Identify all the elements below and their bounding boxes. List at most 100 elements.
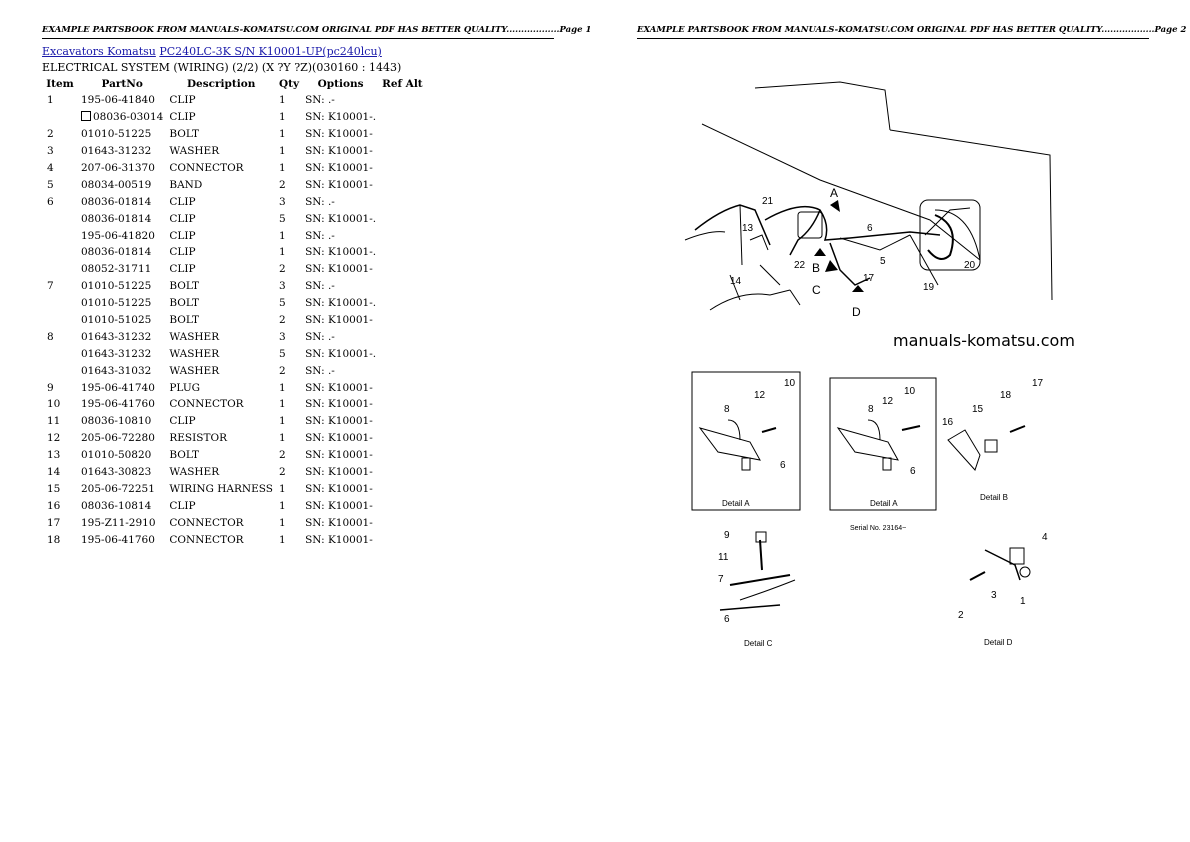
cell-part: 195-06-41820 xyxy=(78,227,166,244)
cell-desc: WASHER xyxy=(166,362,276,379)
cell-desc: WASHER xyxy=(166,143,276,160)
cell-item xyxy=(42,210,78,227)
cell-item: 5 xyxy=(42,176,78,193)
breadcrumb-link-category[interactable]: Excavators Komatsu xyxy=(42,45,156,58)
cell-text: WASHER xyxy=(169,347,220,360)
arrow-a-icon xyxy=(830,200,840,212)
cell-qty: 1 xyxy=(276,244,302,261)
cell-text: 5 xyxy=(278,297,286,310)
cell-text: 207-06-31370 xyxy=(81,162,155,174)
cell-qty: 3 xyxy=(276,328,302,345)
cell-opt: SN: .- xyxy=(302,92,379,109)
cell-text: 08036-10814 xyxy=(81,499,152,512)
cell-text: 08034-00519 xyxy=(81,178,152,191)
callout-main: C xyxy=(812,283,821,297)
cell-opt: SN: K10001- xyxy=(302,379,379,396)
cell-opt: SN: K10001- xyxy=(302,480,379,497)
callout-main: 14 xyxy=(730,276,742,287)
caption-detail-a: Detail A xyxy=(722,499,750,508)
cell-part: 207-06-31370 xyxy=(78,160,166,177)
callout-main: A xyxy=(830,186,838,200)
cell-part: 01643-31232 xyxy=(78,345,166,362)
cell-text: SN: .- xyxy=(305,229,335,242)
cell-text: 1 xyxy=(278,398,286,411)
cell-desc: WASHER xyxy=(166,345,276,362)
cell-text: 195-06-41760 xyxy=(81,533,155,546)
cell-text: 01010-51225 xyxy=(81,128,152,141)
cell-text: 8 xyxy=(47,330,54,343)
cell-item: 14 xyxy=(42,464,78,481)
cell-text: 15 xyxy=(47,482,61,495)
column-header-options: Options xyxy=(317,78,364,90)
cell-desc: CONNECTOR xyxy=(166,531,276,548)
checkbox-icon[interactable] xyxy=(81,111,91,122)
callout-detail-d: 3 xyxy=(991,590,997,601)
cell-text: 195-06-41760 xyxy=(81,398,155,411)
cell-text: BOLT xyxy=(169,449,199,462)
callout-main: 20 xyxy=(964,260,976,271)
detail-d: 2 3 1 4 Detail D xyxy=(958,532,1048,647)
cell-opt: SN: K10001- xyxy=(302,176,379,193)
cell-text: SN: K10001-. xyxy=(305,347,377,360)
cell-part: 08036-10814 xyxy=(78,497,166,514)
callout-detail-a: 10 xyxy=(784,378,796,389)
cell-part: 195-06-41840 xyxy=(78,92,166,109)
cell-ref xyxy=(379,193,426,210)
page-header-right: EXAMPLE PARTSBOOK FROM MANUALS-KOMATSU.C… xyxy=(637,25,1186,39)
cell-desc: CLIP xyxy=(166,109,276,126)
cell-desc: BOLT xyxy=(166,126,276,143)
cell-text: WASHER xyxy=(169,364,220,377)
cell-text: SN: .- xyxy=(305,94,335,107)
cell-text: SN: .- xyxy=(305,364,335,377)
cell-text: SN: K10001-. xyxy=(305,111,377,124)
cell-desc: WASHER xyxy=(166,328,276,345)
cell-text: 1 xyxy=(278,381,286,394)
cell-opt: SN: K10001-. xyxy=(302,345,379,362)
cell-item: 3 xyxy=(42,143,78,160)
cell-text: 3 xyxy=(278,330,286,343)
section-title: ELECTRICAL SYSTEM (WIRING) (2/2) (X ?Y ?… xyxy=(42,61,402,74)
cell-text: 5 xyxy=(278,212,286,225)
cell-desc: CLIP xyxy=(166,227,276,244)
cell-part: 205-06-72280 xyxy=(78,430,166,447)
cell-item xyxy=(42,295,78,312)
cell-qty: 5 xyxy=(276,345,302,362)
cell-text: CONNECTOR xyxy=(169,533,244,546)
cell-part: 01643-31232 xyxy=(78,143,166,160)
cell-part: 01010-51225 xyxy=(78,295,166,312)
cell-text: 13 xyxy=(47,449,61,462)
cell-qty: 2 xyxy=(276,312,302,329)
cell-part: 08036-01814 xyxy=(78,244,166,261)
cell-text: 2 xyxy=(47,128,54,141)
cell-opt: SN: .- xyxy=(302,362,379,379)
cell-item: 13 xyxy=(42,447,78,464)
cell-qty: 2 xyxy=(276,261,302,278)
cell-item xyxy=(42,312,78,329)
cell-text: CONNECTOR xyxy=(169,398,244,411)
breadcrumb-link-model[interactable]: PC240LC-3K S/N K10001-UP(pc240lcu) xyxy=(159,45,382,58)
callout-detail-b: 18 xyxy=(1000,390,1012,401)
callout-main: 13 xyxy=(742,223,754,234)
cell-ref xyxy=(379,497,426,514)
column-header-ref-alt: Ref Alt xyxy=(382,78,423,90)
cell-qty: 1 xyxy=(276,160,302,177)
cell-desc: CLIP xyxy=(166,210,276,227)
cell-desc: PLUG xyxy=(166,379,276,396)
cell-part: 08036-01814 xyxy=(78,210,166,227)
cell-part: 195-06-41740 xyxy=(78,379,166,396)
cell-text: BOLT xyxy=(169,128,199,141)
cell-item xyxy=(42,109,78,126)
cell-desc: BOLT xyxy=(166,312,276,329)
column-header-partno: PartNo xyxy=(101,78,143,90)
cell-text: SN: .- xyxy=(305,280,335,293)
cell-text: 6 xyxy=(47,195,54,208)
cell-text: 17 xyxy=(47,516,61,529)
callout-detail-b: 15 xyxy=(972,404,984,415)
cell-ref xyxy=(379,176,426,193)
cell-text: 08052-31711 xyxy=(81,263,152,276)
